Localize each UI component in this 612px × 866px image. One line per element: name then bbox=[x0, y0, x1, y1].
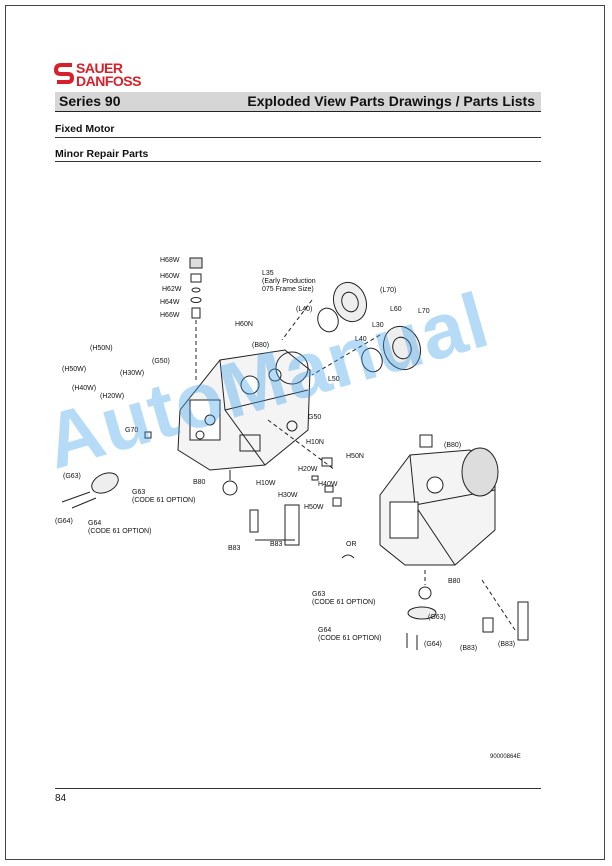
callout-h50w-left: (H50W) bbox=[62, 366, 87, 373]
callout-h20w-left: (H20W) bbox=[100, 393, 125, 400]
callout-g63-paren-left: (G63) bbox=[63, 473, 81, 480]
header-bar: Series 90 Exploded View Parts Drawings /… bbox=[55, 92, 541, 112]
seal-plates bbox=[275, 281, 422, 385]
motor-housing-left bbox=[177, 349, 311, 471]
exploded-view-diagram bbox=[61, 257, 529, 650]
callout-b83-paren-right-1: (B83) bbox=[460, 645, 478, 652]
brand-line1: SAUER bbox=[76, 60, 123, 76]
sauer-danfoss-logo: SAUER DANFOSS bbox=[54, 60, 164, 90]
sauer-danfoss-s-mark-icon bbox=[54, 63, 75, 84]
callout-or: OR bbox=[346, 541, 357, 548]
callout-b83-left-1: B83 bbox=[228, 545, 241, 552]
callout-h62w: H62W bbox=[162, 286, 182, 293]
callout-l70: L70 bbox=[418, 308, 430, 315]
section-title: Fixed Motor bbox=[55, 123, 115, 135]
subsection-title: Minor Repair Parts bbox=[55, 148, 149, 160]
callout-h68w: H68W bbox=[160, 257, 180, 264]
callout-h10n: H10N bbox=[306, 439, 324, 446]
valve-stack bbox=[189, 257, 203, 380]
or-arrow-icon bbox=[341, 554, 355, 559]
page-title: Exploded View Parts Drawings / Parts Lis… bbox=[247, 93, 535, 109]
callout-h10w: H10W bbox=[256, 480, 276, 487]
callout-g63-right: G63 (CODE 61 OPTION) bbox=[312, 591, 376, 606]
callout-l35: L35 (Early Production 075 Frame Size) bbox=[262, 270, 316, 293]
callout-g63-paren-right: (G63) bbox=[428, 614, 446, 621]
callout-h30w-left: (H30W) bbox=[120, 370, 145, 377]
section-rule bbox=[55, 137, 541, 138]
callout-g64-paren-right: (G64) bbox=[424, 641, 442, 648]
callout-l30: L30 bbox=[372, 322, 384, 329]
callout-g50: G50 bbox=[308, 414, 322, 421]
callout-l70-paren: (L70) bbox=[380, 287, 397, 294]
callout-b83-paren-right-2: (B83) bbox=[498, 641, 516, 648]
callout-g64-left: G64 (CODE 61 OPTION) bbox=[88, 520, 152, 535]
drawing-number: 90000864E bbox=[490, 754, 521, 760]
callout-b80-top: (B80) bbox=[252, 342, 270, 349]
callout-g64-right: G64 (CODE 61 OPTION) bbox=[318, 627, 382, 642]
brand-line2: DANFOSS bbox=[76, 73, 141, 89]
flange-code61-left bbox=[61, 431, 152, 509]
callout-g50-left: (G50) bbox=[152, 358, 170, 365]
callout-h40w-left: (H40W) bbox=[72, 385, 97, 392]
callout-g70: G70 bbox=[125, 427, 139, 434]
callout-l50: L50 bbox=[328, 376, 340, 383]
subsection-rule bbox=[55, 161, 541, 162]
page-border bbox=[5, 5, 605, 860]
callout-h40w: H40W bbox=[318, 481, 338, 488]
series-label: Series 90 bbox=[59, 93, 121, 109]
callout-h66w: H66W bbox=[160, 312, 180, 319]
callout-h60w: H60W bbox=[160, 273, 180, 280]
callout-l40-paren: (L40) bbox=[296, 306, 313, 313]
callout-h30w: H30W bbox=[278, 492, 298, 499]
callout-l60: L60 bbox=[390, 306, 402, 313]
callout-l40: L40 bbox=[355, 336, 367, 343]
callout-h50n-left: (H50N) bbox=[90, 345, 113, 352]
motor-housing-right bbox=[379, 434, 529, 650]
callout-b83-left-2: B83 bbox=[270, 541, 283, 548]
callout-h64w: H64W bbox=[160, 299, 180, 306]
page-number: 84 bbox=[55, 793, 67, 804]
footer-rule bbox=[55, 788, 541, 789]
callout-g63-left: G63 (CODE 61 OPTION) bbox=[132, 489, 196, 504]
callout-b80-right: B80 bbox=[448, 578, 461, 585]
drain-plug-left bbox=[249, 504, 300, 546]
callout-h50n: H50N bbox=[346, 453, 364, 460]
callout-b80-left: B80 bbox=[193, 479, 206, 486]
callout-h20w: H20W bbox=[298, 466, 318, 473]
callout-h50w: H50W bbox=[304, 504, 324, 511]
callout-h60n: H60N bbox=[235, 321, 253, 328]
callout-g64-paren-left: (G64) bbox=[55, 518, 73, 525]
callout-b80-paren-right: (B80) bbox=[444, 442, 462, 449]
plug-assemblies bbox=[222, 419, 342, 507]
